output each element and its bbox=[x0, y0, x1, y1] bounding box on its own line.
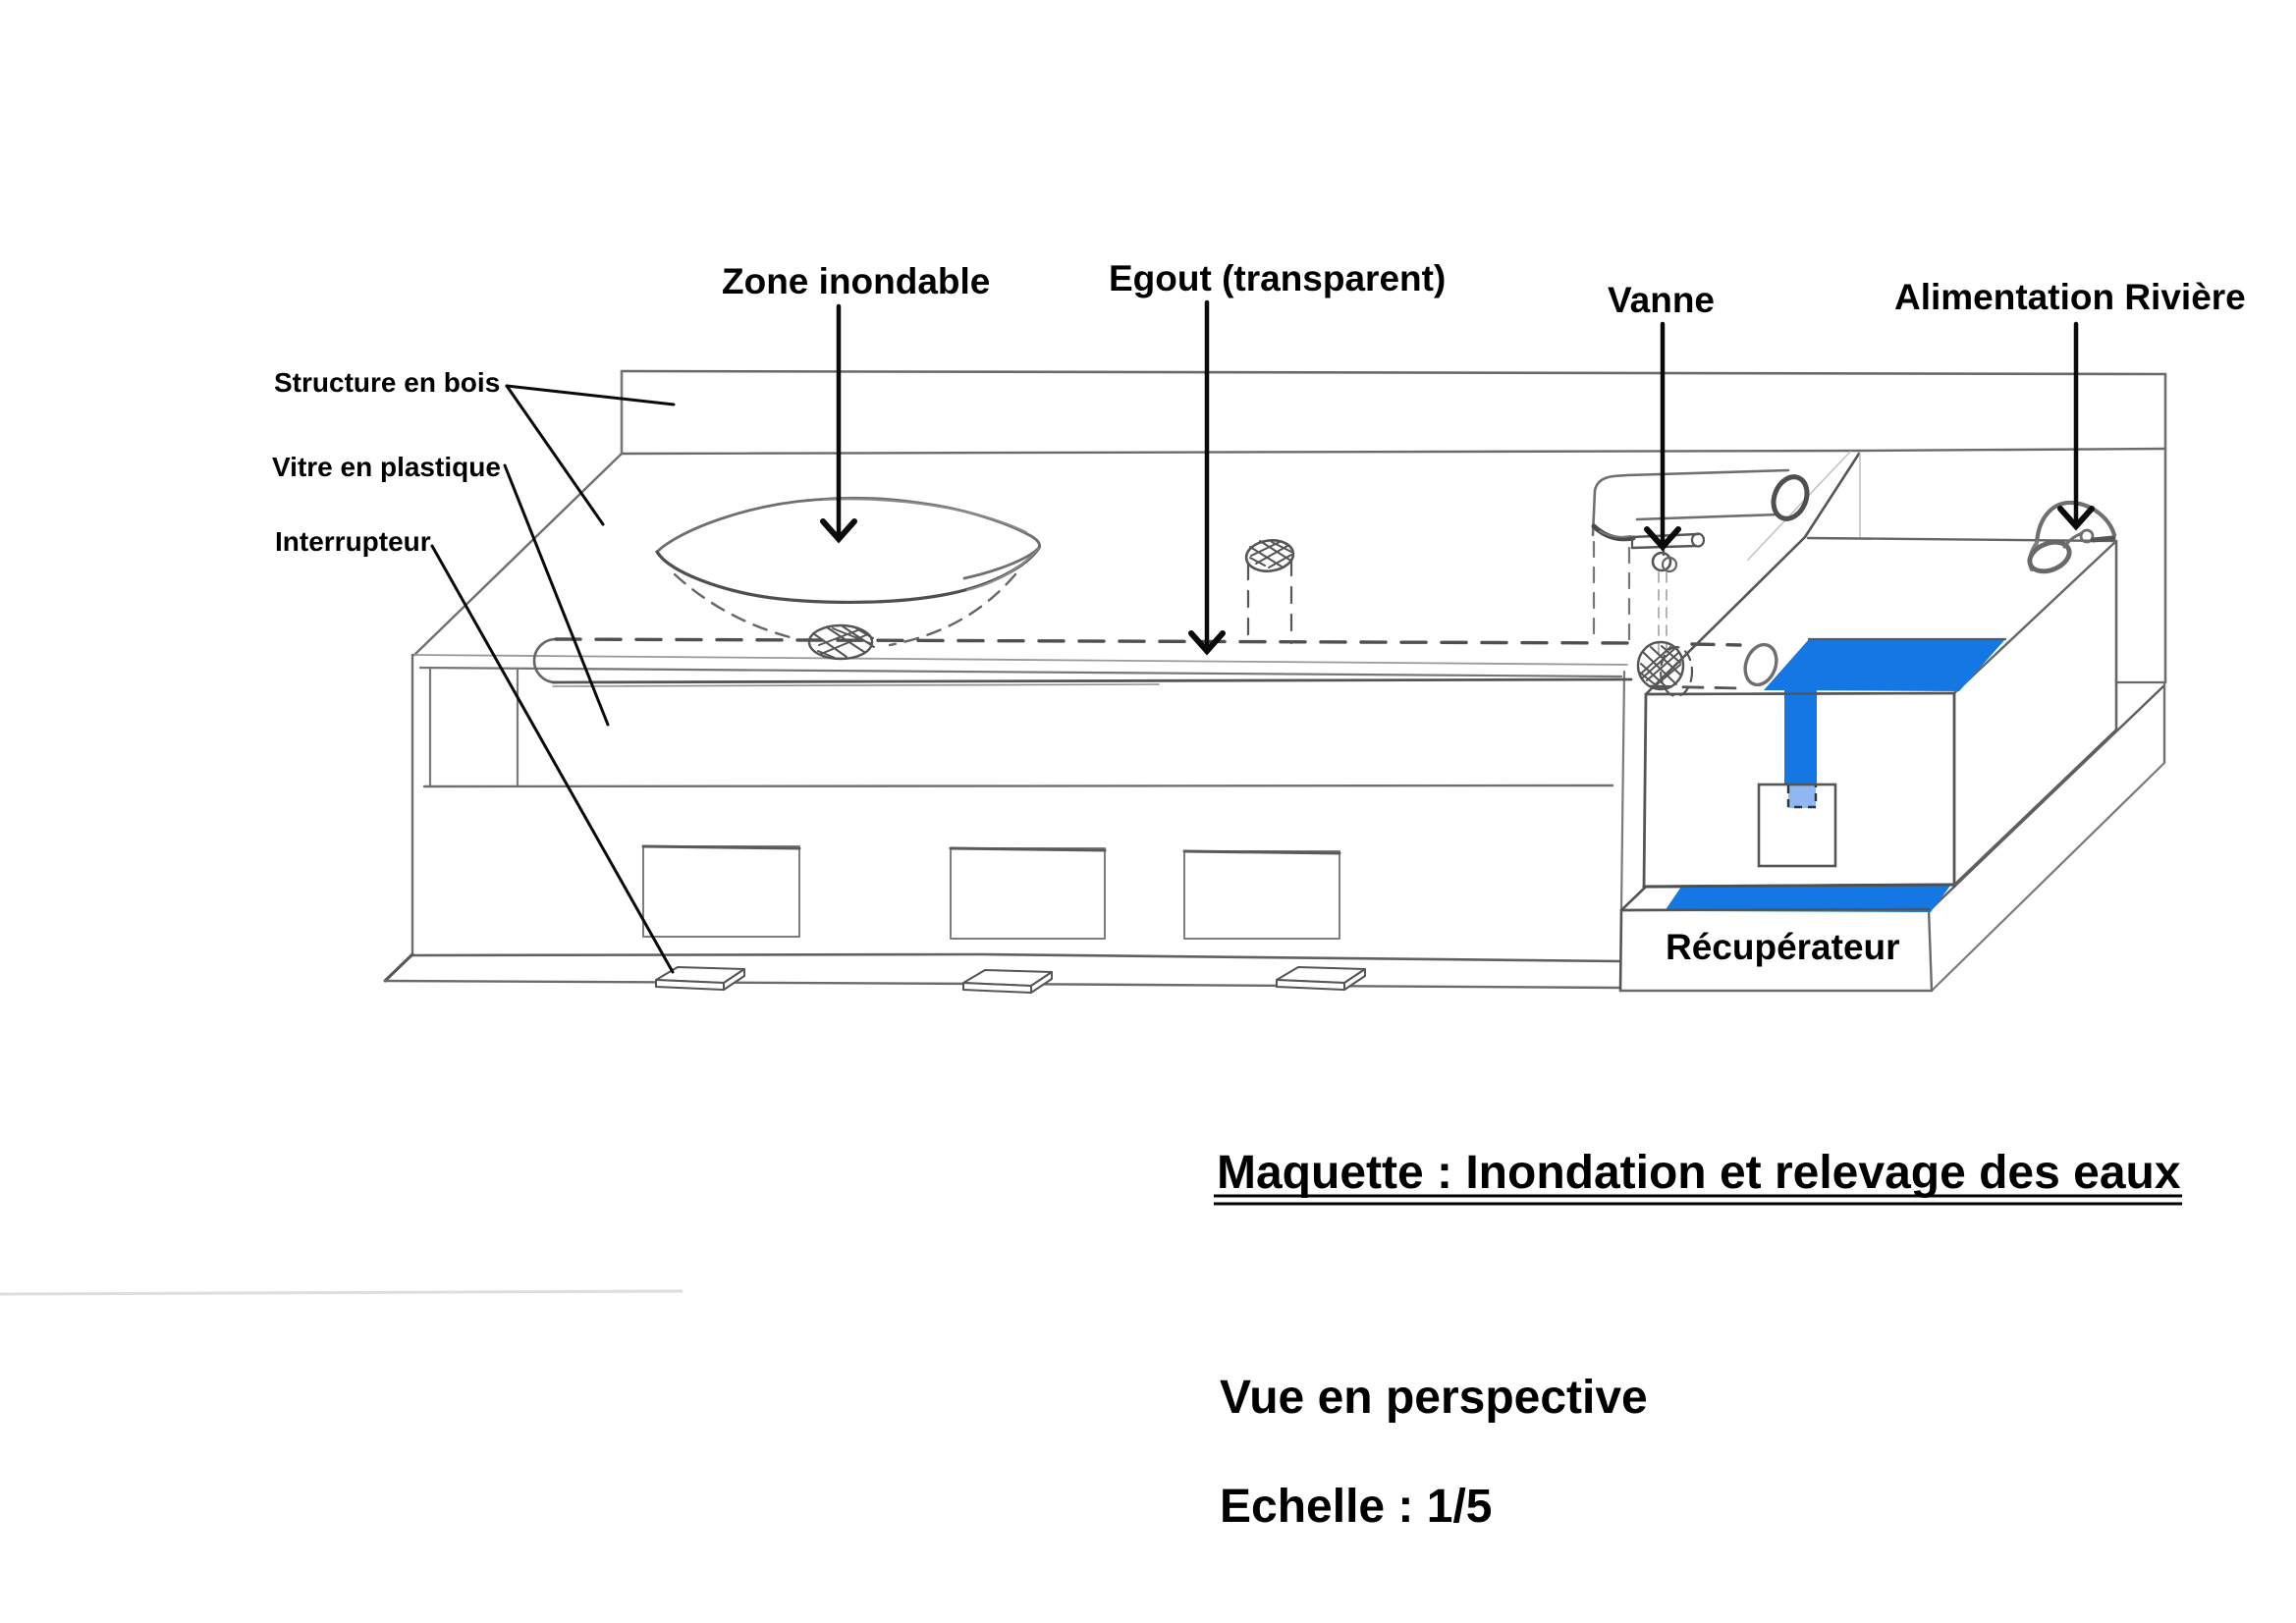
svg-text:Interrupteur: Interrupteur bbox=[275, 526, 431, 557]
svg-text:Structure en bois: Structure en bois bbox=[274, 367, 500, 398]
svg-text:Egout (transparent): Egout (transparent) bbox=[1109, 258, 1446, 298]
svg-text:Zone inondable: Zone inondable bbox=[722, 261, 990, 301]
svg-text:Récupérateur: Récupérateur bbox=[1666, 927, 1900, 967]
svg-text:Alimentation Rivière: Alimentation Rivière bbox=[1894, 277, 2246, 317]
svg-text:Echelle : 1/5: Echelle : 1/5 bbox=[1220, 1481, 1492, 1533]
svg-text:Maquette : Inondation et relev: Maquette : Inondation et relevage des ea… bbox=[1217, 1147, 2181, 1199]
svg-text:Vue en perspective: Vue en perspective bbox=[1220, 1372, 1648, 1424]
svg-text:Vitre en plastique: Vitre en plastique bbox=[272, 452, 501, 482]
svg-text:Vanne: Vanne bbox=[1608, 280, 1715, 320]
